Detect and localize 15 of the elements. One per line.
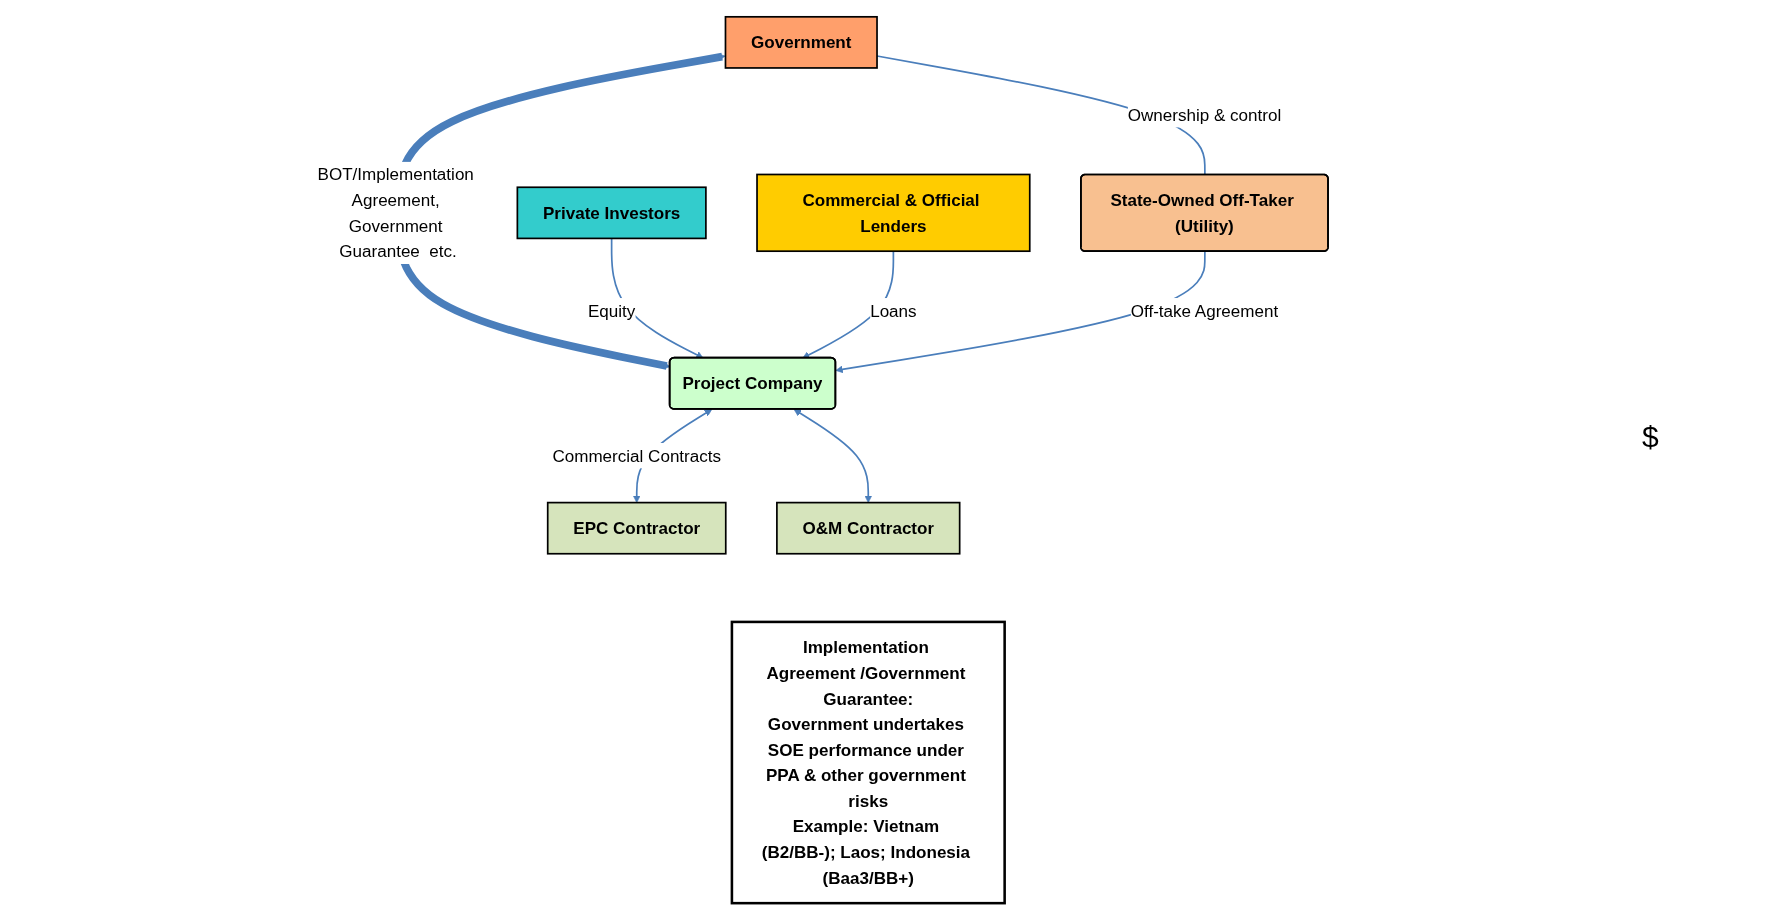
edge-label: BOT/Implementation Agreement, Government Guarantee etc. <box>317 165 474 261</box>
edge-label: Loans <box>869 301 917 321</box>
edge-label: Commercial Contracts <box>552 446 721 466</box>
node-box: Government <box>724 15 878 69</box>
edge-label: Off-take Agreement <box>1130 301 1278 321</box>
note-text: $ <box>1642 420 1660 454</box>
edge-label: Equity <box>587 301 635 321</box>
edge-label: Ownership & control <box>1127 105 1281 125</box>
node-box: Implementation Agreement /Government Guarantee: Government undertakes SOE performance under PPA & other government risks Example: Vietnam (B2/BB-); Laos; Indonesia (Baa3/BB+) <box>730 620 1006 905</box>
arrow <box>835 250 1206 374</box>
node-box: EPC Contractor <box>546 501 727 555</box>
node-box: O&M Contractor <box>775 501 961 555</box>
node-box: Private Investors <box>516 186 707 240</box>
node-box: Commercial & Official Lenders <box>755 173 1031 253</box>
arrow <box>793 409 872 503</box>
